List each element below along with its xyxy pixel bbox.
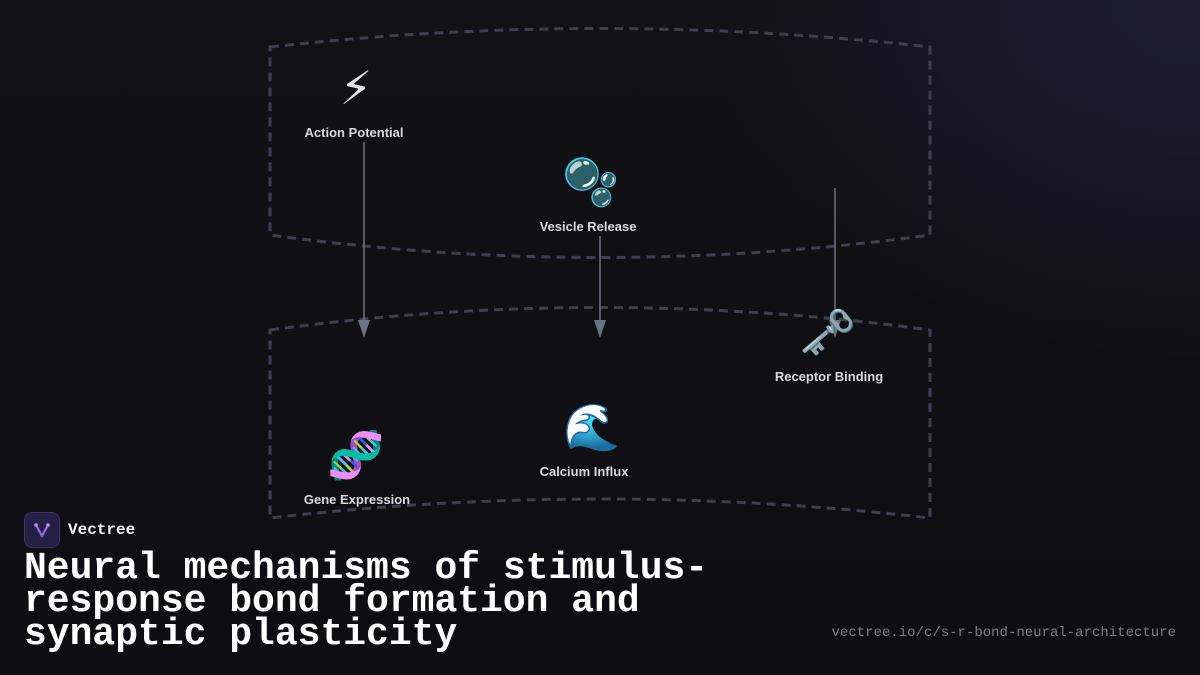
key-icon: 🗝️ <box>799 305 857 359</box>
dna-icon: 🧬 <box>327 428 385 482</box>
wave-icon: 🌊 <box>563 400 621 454</box>
node-label-calcium-influx: Calcium Influx <box>539 464 629 479</box>
node-label-vesicle-release: Vesicle Release <box>539 219 637 234</box>
vectree-logo-icon <box>24 512 60 548</box>
arrowhead-1 <box>358 320 370 338</box>
brand: Vectree <box>24 512 135 548</box>
node-label-receptor-binding: Receptor Binding <box>774 369 884 384</box>
arrowhead-3 <box>829 320 841 338</box>
node-label-action-potential: Action Potential <box>304 125 404 140</box>
lightning-bolt-icon: ⚡ <box>339 61 373 115</box>
node-label-gene-expression: Gene Expression <box>303 492 411 507</box>
source-url[interactable]: vectree.io/c/s-r-bond-neural-architectur… <box>831 625 1176 641</box>
arrowhead-2 <box>594 320 606 338</box>
bubbles-icon: 🫧 <box>562 155 620 209</box>
page-title: Neural mechanisms of stimulus-response b… <box>24 547 709 656</box>
brand-name: Vectree <box>68 521 136 539</box>
